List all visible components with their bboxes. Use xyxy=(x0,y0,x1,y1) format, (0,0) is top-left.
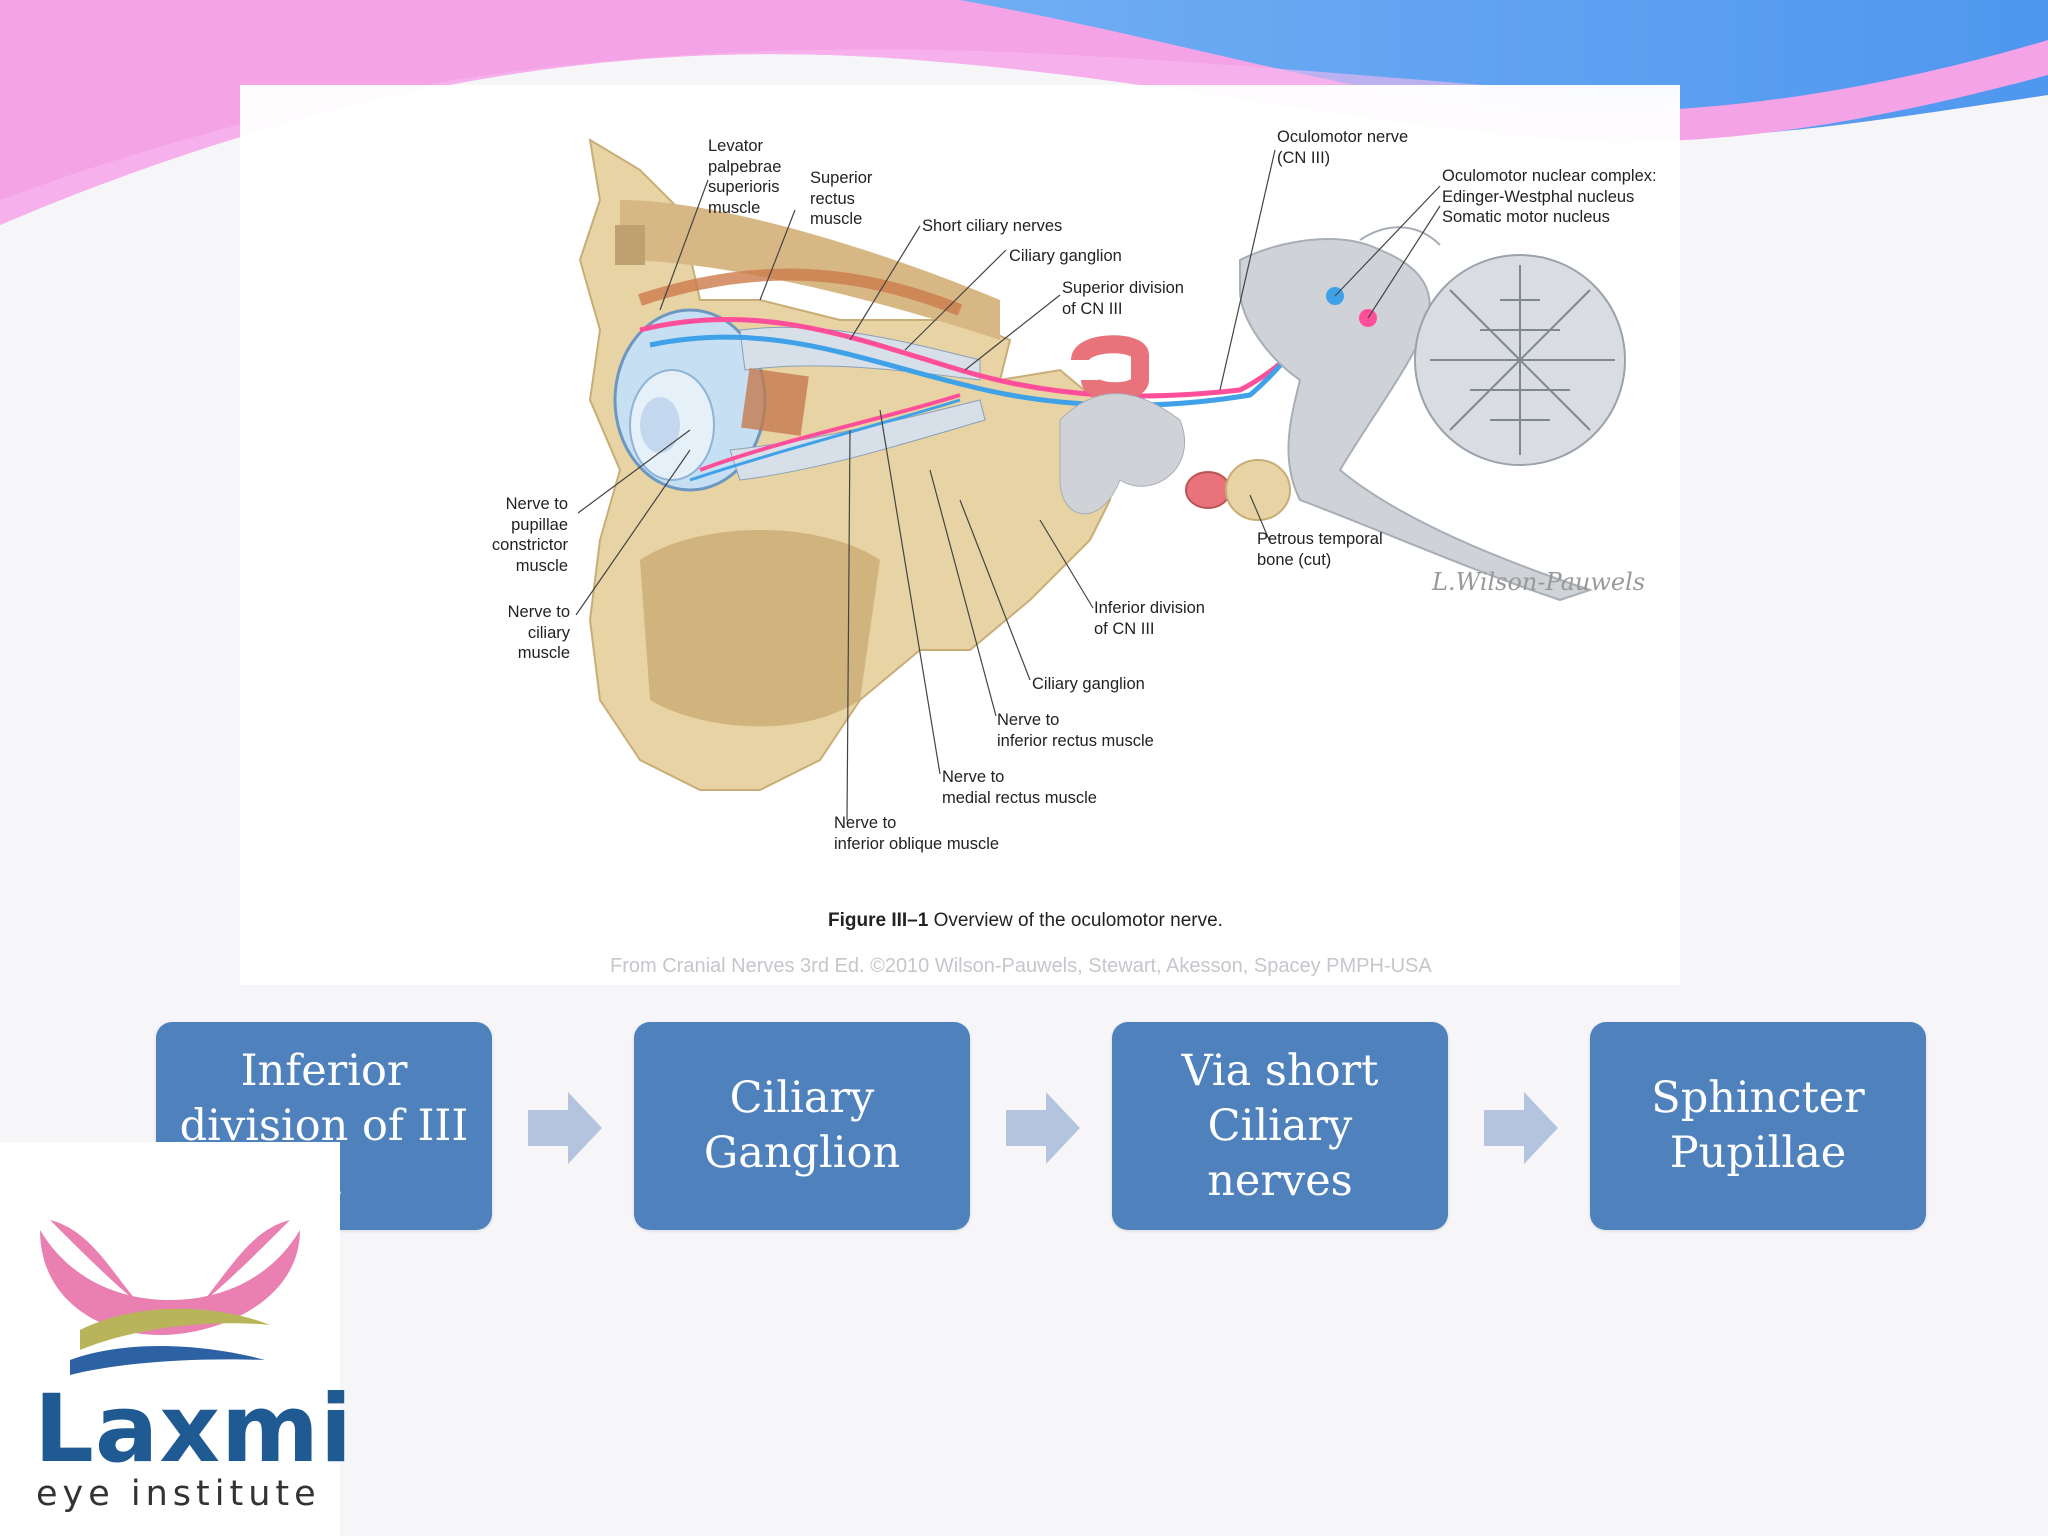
figure-caption-text: Overview of the oculomotor nerve. xyxy=(928,910,1223,931)
label-nerve-inferior-oblique: Nerve to inferior oblique muscle xyxy=(834,814,1000,853)
flow-step-short-ciliary-nerves: Via short Ciliary nerves xyxy=(1112,1022,1448,1230)
label-superior-rectus: Superior rectus muscle xyxy=(810,169,873,228)
label-ciliary-ganglion-top: Ciliary ganglion xyxy=(1009,247,1122,265)
label-nerve-inferior-rectus: Nerve to inferior rectus muscle xyxy=(997,711,1154,750)
logo-wordmark: Laxmi xyxy=(34,1375,354,1484)
figure-caption: Figure III–1 Overview of the oculomotor … xyxy=(828,910,1223,932)
label-ciliary-ganglion-bottom: Ciliary ganglion xyxy=(1032,675,1145,693)
logo-tagline: eye institute xyxy=(36,1474,321,1514)
oculomotor-illustration xyxy=(575,138,1626,821)
label-nerve-medial-rectus: Nerve to medial rectus muscle xyxy=(942,768,1097,807)
logo-panel xyxy=(0,1142,340,1536)
flow-arrow-right-icon xyxy=(1006,1092,1080,1164)
label-inferior-division: Inferior division of CN III xyxy=(1094,599,1205,638)
label-levator-palpebrae: Levator palpebrae superioris muscle xyxy=(708,137,782,217)
label-petrous-temporal-bone: Petrous temporal bone (cut) xyxy=(1257,530,1383,569)
flow-arrow-right-icon xyxy=(1484,1092,1558,1164)
figure-caption-number: Figure III–1 xyxy=(828,910,929,931)
label-nuclear-complex: Oculomotor nuclear complex: Edinger-West… xyxy=(1442,167,1657,226)
label-nerve-pupillae-constrictor: Nerve to pupillae constrictor muscle xyxy=(491,495,568,575)
flow-step-sphincter-pupillae: Sphincter Pupillae xyxy=(1590,1022,1926,1230)
label-oculomotor-nerve: Oculomotor nerve (CN III) xyxy=(1277,128,1409,167)
label-superior-division: Superior division of CN III xyxy=(1062,279,1184,318)
label-nerve-ciliary-muscle: Nerve to ciliary muscle xyxy=(507,603,570,662)
flow-step-ciliary-ganglion: Ciliary Ganglion xyxy=(634,1022,970,1230)
flow-arrow-right-icon xyxy=(528,1092,602,1164)
label-short-ciliary-nerves: Short ciliary nerves xyxy=(922,217,1063,235)
figure-credit: From Cranial Nerves 3rd Ed. ©2010 Wilson… xyxy=(610,955,1432,977)
lotus-logo-icon xyxy=(40,1180,300,1375)
artist-signature: L.Wilson-Pauwels xyxy=(1432,568,1646,596)
